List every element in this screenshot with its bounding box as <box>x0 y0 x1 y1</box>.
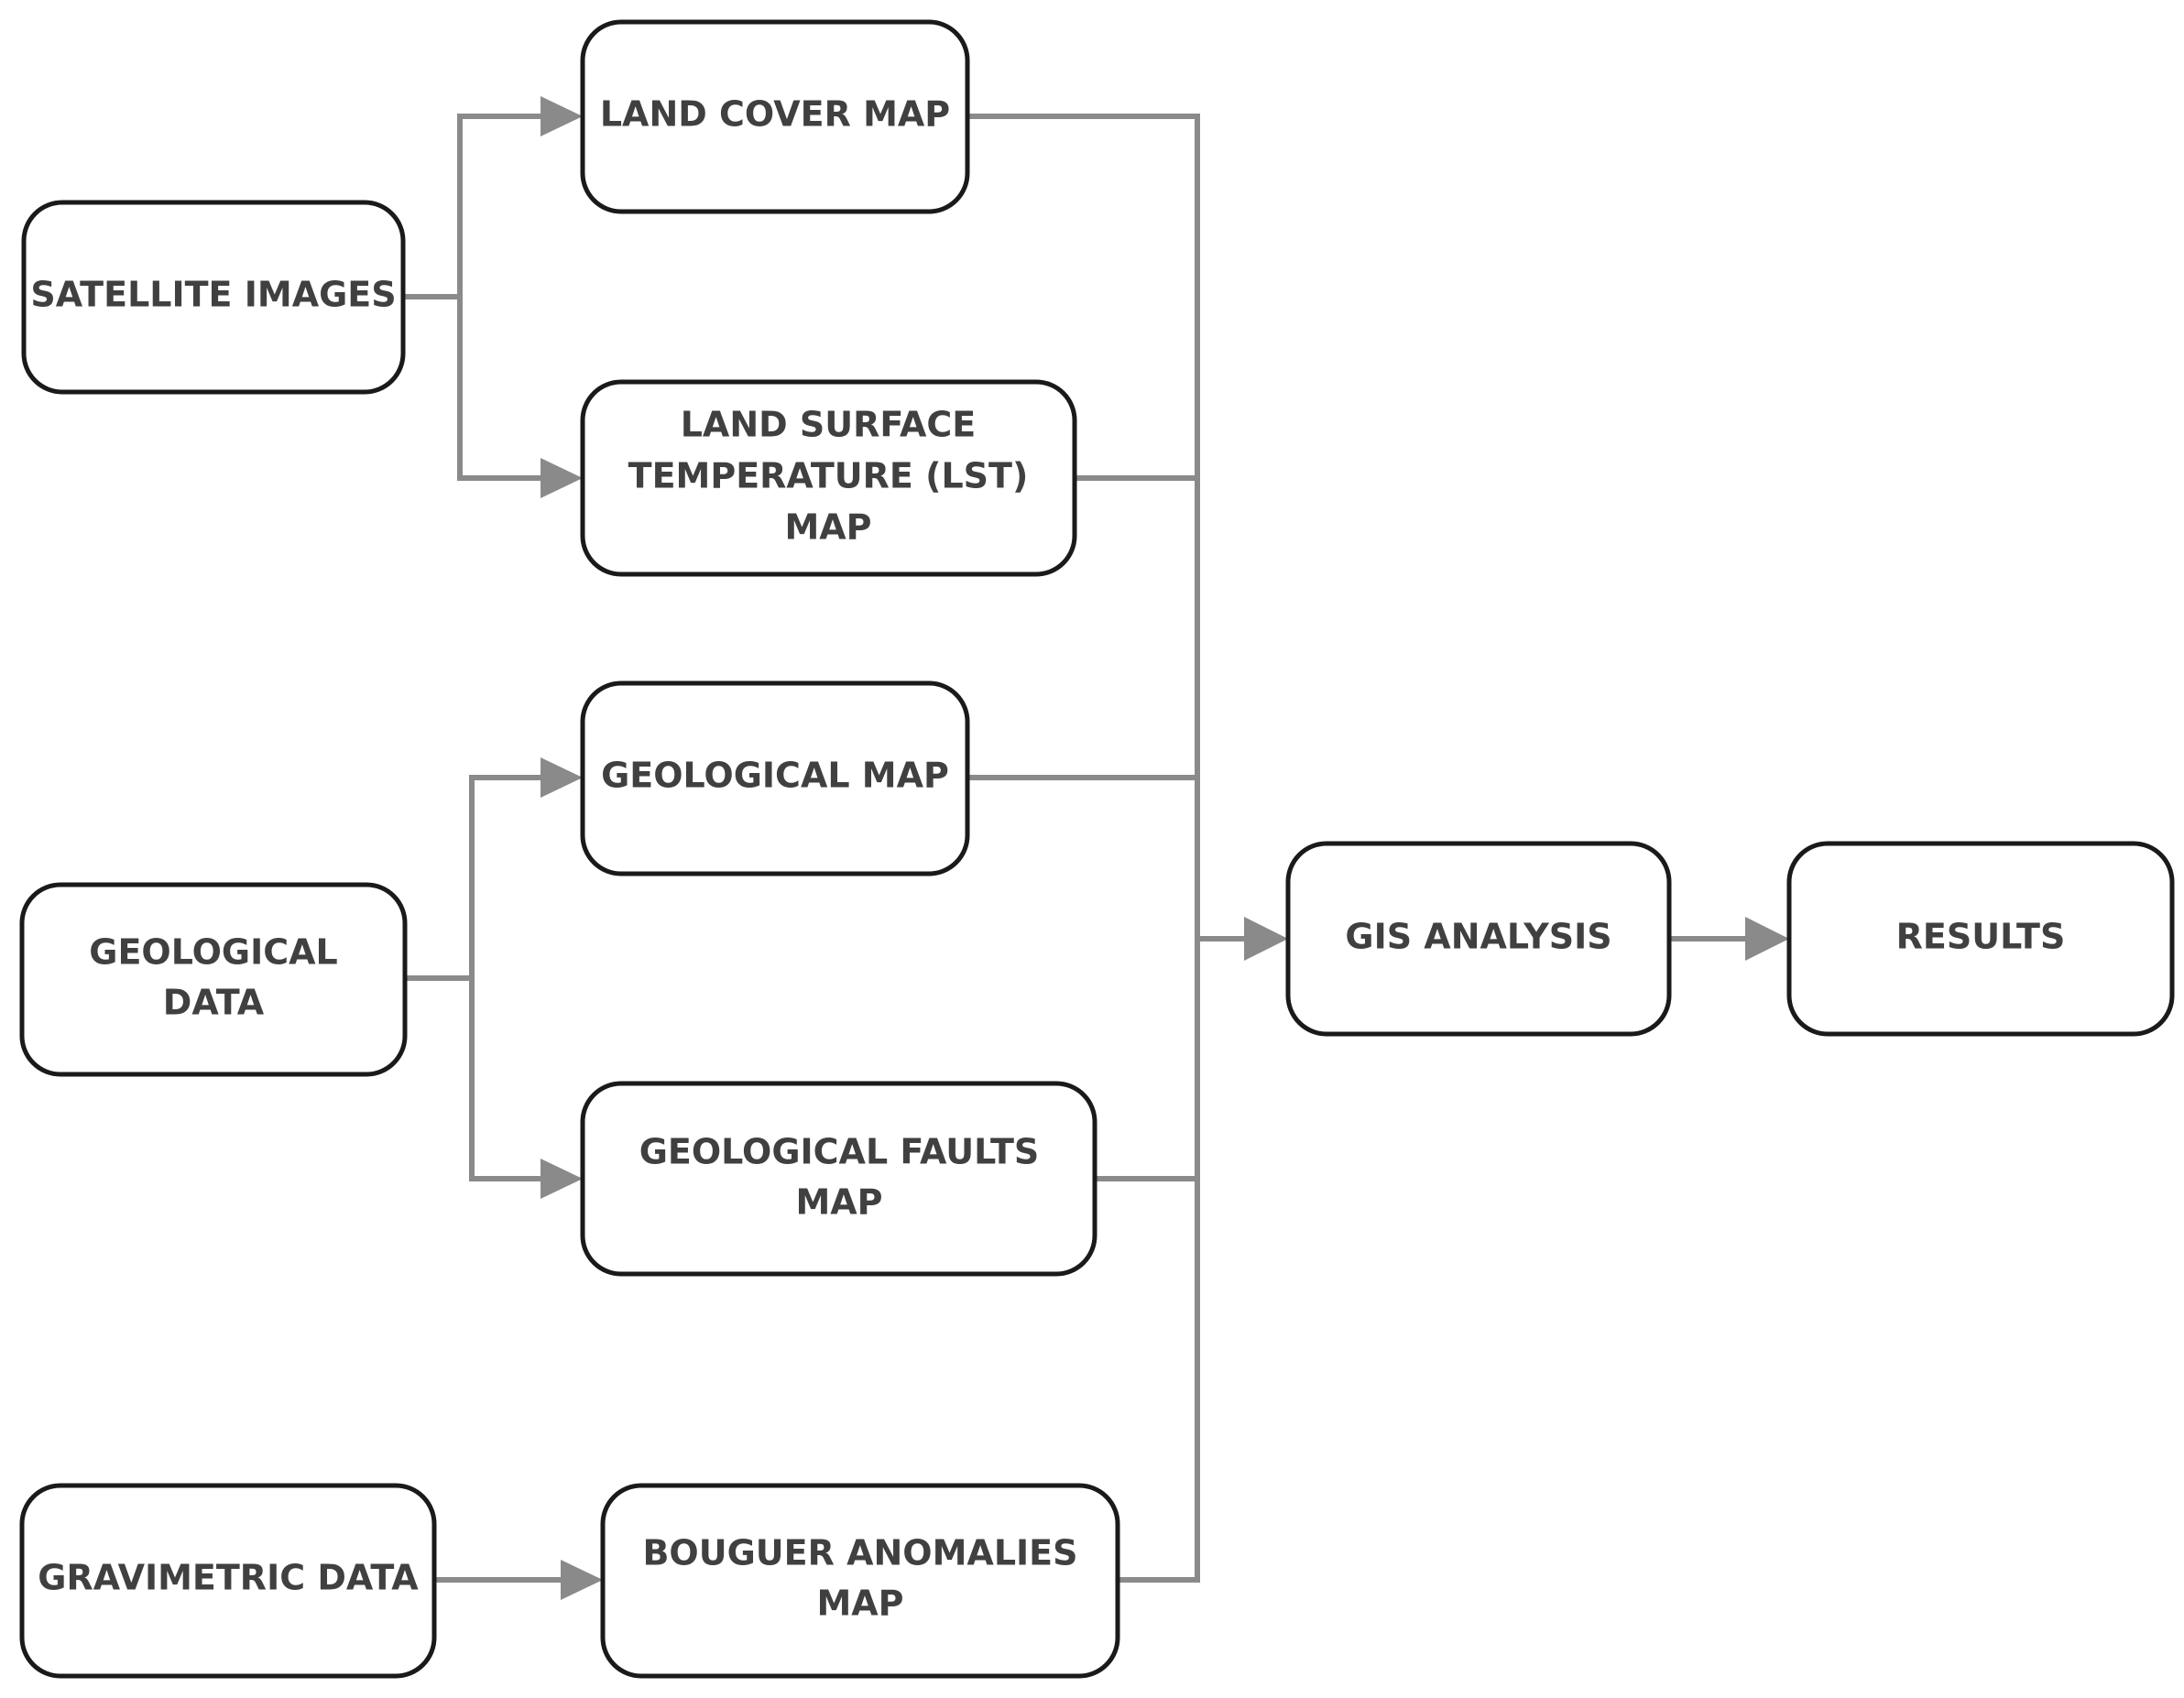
node-satellite-images-label: SATELLITE IMAGES <box>30 275 396 315</box>
node-geological-data-label-line2: DATA <box>163 983 265 1023</box>
node-geological-faults-map-label-line2: MAP <box>795 1182 882 1223</box>
arrowhead-lst <box>541 458 583 498</box>
node-land-cover-map-label: LAND COVER MAP <box>600 94 950 135</box>
connector-landcover-to-bus <box>967 114 1200 1583</box>
node-lst-map-label-line2: TEMPERATURE (LST) <box>628 456 1029 496</box>
arrowhead-geomap <box>541 757 583 798</box>
node-geological-faults-map: GEOLOGICAL FAULTS MAP <box>580 1081 1097 1277</box>
arrowhead-gis <box>1244 917 1288 961</box>
node-geological-map: GEOLOGICAL MAP <box>580 680 970 876</box>
node-satellite-images: SATELLITE IMAGES <box>21 200 406 395</box>
arrowhead-landcover <box>541 96 583 136</box>
arrowhead-results <box>1745 917 1789 961</box>
node-bouguer-anomalies-map: BOUGUER ANOMALIES MAP <box>600 1483 1120 1679</box>
connector-satellite-to-landcover <box>403 114 541 299</box>
node-lst-map-label-line3: MAP <box>784 507 871 548</box>
connector-satellite-to-lst <box>457 297 541 481</box>
node-results-label: RESULTS <box>1896 917 2066 957</box>
node-bouguer-anomalies-map-label-line2: MAP <box>816 1584 903 1624</box>
node-geological-faults-map-label-line1: GEOLOGICAL FAULTS <box>639 1132 1040 1172</box>
node-geological-data: GEOLOGICAL DATA <box>19 882 408 1077</box>
node-gravimetric-data-label: GRAVIMETRIC DATA <box>38 1558 419 1598</box>
node-gravimetric-data: GRAVIMETRIC DATA <box>19 1483 437 1679</box>
arrowhead-bouguer <box>561 1560 603 1600</box>
node-geological-map-label: GEOLOGICAL MAP <box>601 756 949 796</box>
node-land-cover-map: LAND COVER MAP <box>580 19 970 214</box>
node-results: RESULTS <box>1786 841 2175 1037</box>
connector-geodata-to-geomap <box>405 775 541 981</box>
node-gis-analysis-label: GIS ANALYSIS <box>1345 917 1611 957</box>
node-lst-map: LAND SURFACE TEMPERATURE (LST) MAP <box>580 379 1077 577</box>
arrowhead-faults <box>541 1159 583 1199</box>
node-lst-map-label-line1: LAND SURFACE <box>681 405 977 445</box>
node-geological-data-label-line1: GEOLOGICAL <box>89 932 337 973</box>
node-gis-analysis: GIS ANALYSIS <box>1285 841 1672 1037</box>
node-bouguer-anomalies-map-label-line1: BOUGUER ANOMALIES <box>642 1533 1077 1573</box>
connector-geodata-to-faults <box>469 978 541 1181</box>
